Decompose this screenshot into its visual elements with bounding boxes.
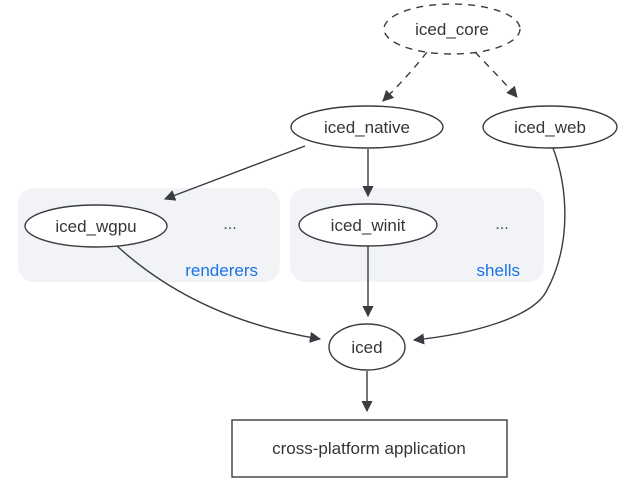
edge-iced-native-to-iced-wgpu (163, 145, 306, 201)
node-iced-core-label: iced_core (415, 20, 489, 39)
node-iced-winit (298, 203, 438, 247)
node-iced-native (290, 105, 444, 149)
node-iced-winit-label: iced_winit (331, 216, 406, 235)
edge-iced-web-to-iced (412, 147, 566, 345)
node-iced (328, 323, 406, 371)
shells-ellipsis: ... (495, 216, 508, 233)
node-iced-wgpu-label: iced_wgpu (55, 217, 136, 236)
node-iced-native-label: iced_native (324, 118, 410, 137)
edge-iced-wgpu-to-iced (116, 245, 322, 343)
node-iced-label: iced (351, 338, 382, 357)
node-iced-wgpu (24, 204, 168, 248)
group-label-shells: shells (477, 261, 520, 280)
group-label-renderers: renderers (185, 261, 258, 280)
node-iced-web (482, 105, 618, 149)
edge-iced-core-to-iced-web (474, 51, 518, 98)
node-iced-core (383, 3, 521, 55)
node-iced-web-label: iced_web (514, 118, 586, 137)
renderers-ellipsis: ... (223, 216, 236, 233)
node-application (231, 419, 508, 478)
node-application-label: cross-platform application (272, 439, 466, 458)
edge-iced-core-to-iced-native (382, 51, 428, 102)
